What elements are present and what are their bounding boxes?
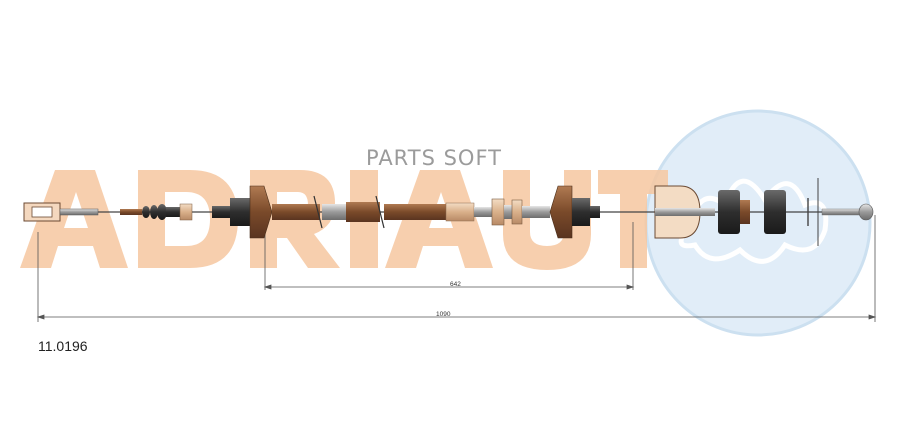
boot-icon — [120, 203, 193, 221]
outer-housing — [272, 195, 475, 229]
fork-end-icon — [23, 202, 99, 222]
pin-end-icon — [821, 203, 874, 221]
left-end-fitting — [212, 185, 273, 239]
part-number: 11.0196 — [38, 338, 88, 354]
bracket-icon — [654, 185, 715, 239]
adjuster-nut-icon — [474, 198, 550, 226]
brand-seal — [644, 109, 872, 337]
inner-length-label: 642 — [450, 281, 461, 288]
right-end-fitting — [549, 185, 600, 239]
overall-length-label: 1090 — [436, 311, 451, 318]
watermark-text: PARTS SOFT — [366, 146, 502, 170]
right-grommets — [718, 178, 819, 246]
